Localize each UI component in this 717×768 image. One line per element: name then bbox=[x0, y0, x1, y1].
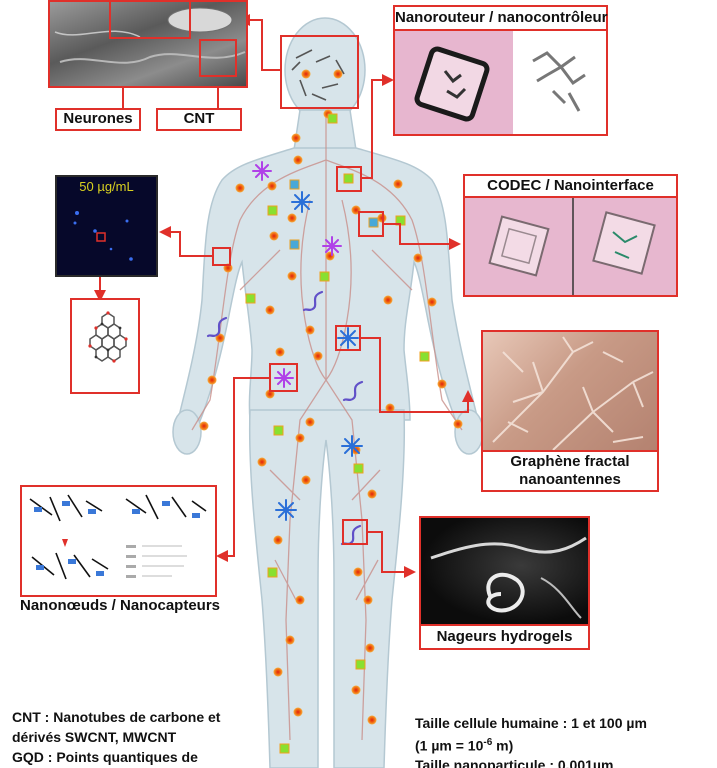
graphene-fractal-image bbox=[481, 330, 659, 452]
cnt-rods bbox=[291, 49, 345, 101]
nanorouteur-schematic bbox=[513, 31, 606, 134]
label-graphene-fractal: Graphène fractal nanoantennes bbox=[481, 450, 659, 492]
label-graphene-line1: Graphène fractal bbox=[510, 453, 630, 470]
fluorescent-dots bbox=[73, 211, 133, 261]
note-size-line2-pre: (1 µm = 10 bbox=[415, 737, 484, 754]
note-size-line3: Taille nanoparticule : 0,001µm bbox=[415, 757, 614, 768]
nanorouteur-image bbox=[393, 29, 608, 136]
note-size-line2-exp: -6 bbox=[483, 737, 493, 748]
label-concentration: 50 µg/mL bbox=[79, 179, 134, 194]
label-neurones: Neurones bbox=[55, 108, 141, 131]
label-codec: CODEC / Nanointerface bbox=[463, 174, 678, 198]
note-gqd-line1: GQD : Points quantiques de bbox=[12, 749, 198, 765]
label-graphene-line2: nanoantennes bbox=[519, 471, 621, 488]
blue-star-markers bbox=[275, 191, 363, 521]
fractal-pattern bbox=[492, 336, 654, 450]
graphene-quantum-dot-image bbox=[70, 298, 140, 394]
hydrogel-swimmer-image bbox=[419, 516, 590, 626]
nanonoeuds-schematic bbox=[29, 494, 207, 580]
neuron-cell-shape bbox=[54, 2, 246, 77]
label-nanorouteur: Nanorouteur / nanocontrôleur bbox=[393, 5, 608, 31]
nanodevice-squares bbox=[289, 179, 379, 250]
hydrogel-swimmer-micrograph bbox=[430, 536, 587, 619]
label-nageurs: Nageurs hydrogels bbox=[419, 624, 590, 650]
codec-micrographs bbox=[488, 198, 656, 295]
gqd-molecule bbox=[88, 311, 128, 363]
neurones-sem-image bbox=[48, 0, 248, 88]
purple-star-markers bbox=[252, 161, 342, 388]
label-nanonoeuds: Nanonœuds / Nanocapteurs bbox=[20, 597, 221, 614]
label-cnt: CNT bbox=[156, 108, 242, 131]
note-size-line1: Taille cellule humaine : 1 et 100 µm bbox=[415, 715, 647, 731]
note-size-line2: (1 µm = 10-6 m) bbox=[415, 734, 513, 755]
codec-image bbox=[463, 196, 678, 297]
nanonoeuds-image bbox=[20, 485, 217, 597]
fluorescence-image: 50 µg/mL bbox=[55, 175, 158, 277]
nanosensor-squares bbox=[245, 113, 430, 754]
note-cnt-line2: dérivés SWCNT, MWCNT bbox=[12, 729, 177, 745]
note-size-line2-post: m) bbox=[492, 737, 514, 754]
nanorouteur-micrograph bbox=[395, 31, 513, 134]
note-cnt-line1: CNT : Nanotubes de carbone et bbox=[12, 709, 221, 725]
